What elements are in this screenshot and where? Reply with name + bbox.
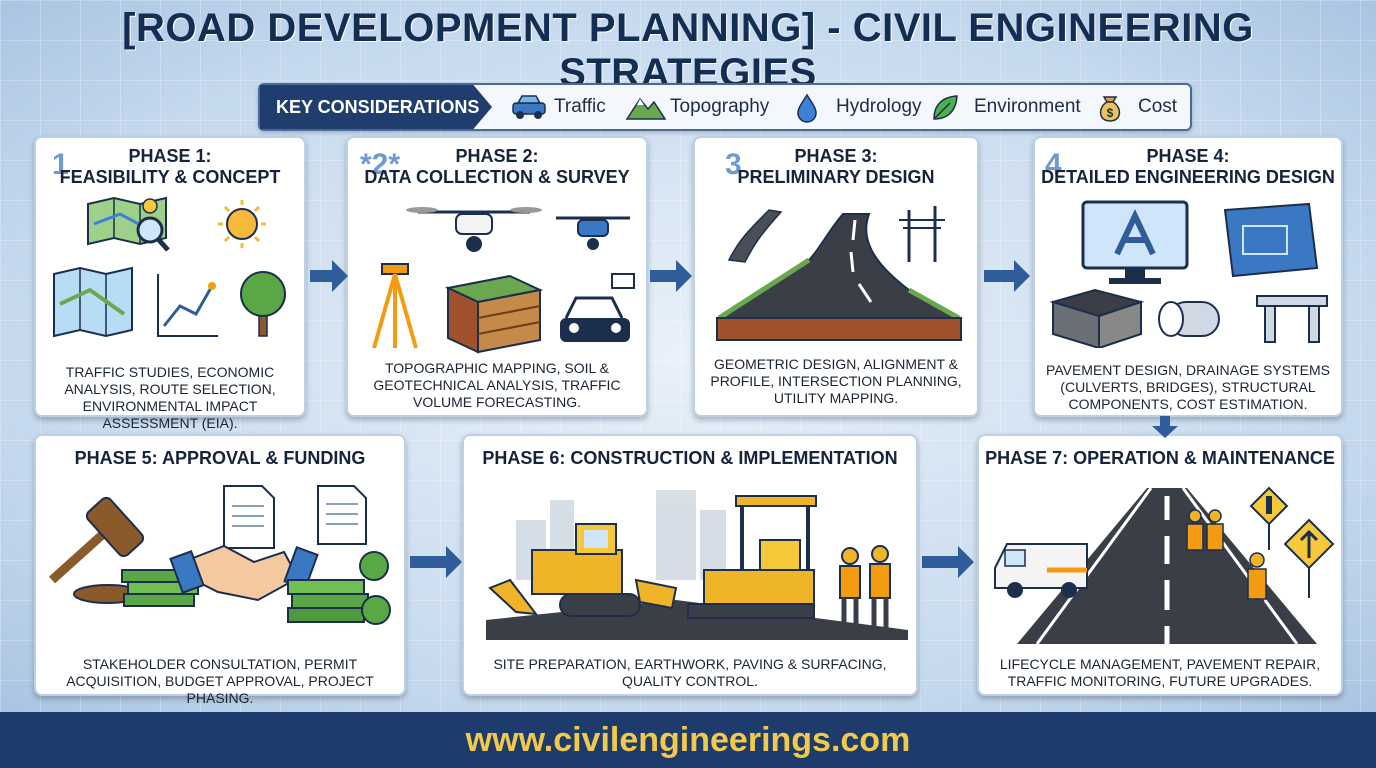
blueprint-icon — [1223, 202, 1319, 278]
consideration-label: Traffic — [554, 96, 606, 117]
mountain-icon — [626, 97, 666, 120]
svg-text:$: $ — [1107, 106, 1114, 120]
phase-1-card: 1 PHASE 1: FEASIBILITY & CONCEPT TRAFFIC… — [34, 136, 306, 431]
winding-road-icon — [727, 209, 783, 263]
key-considerations-label: KEY CONSIDERATIONS — [260, 85, 492, 129]
key-considerations-bar: KEY CONSIDERATIONS Traffic Topography Hy… — [258, 83, 1192, 131]
phase-title-line1: PHASE 1: — [128, 146, 212, 166]
flow-arrow-right-icon — [310, 260, 348, 292]
phase-description: LIFECYCLE MANAGEMENT, PAVEMENT REPAIR, T… — [999, 656, 1321, 689]
flow-arrow-right-icon — [984, 260, 1030, 292]
phase-number: 4 — [1045, 148, 1062, 181]
tree-icon — [240, 271, 286, 337]
van-icon — [994, 543, 1088, 598]
detailed-design-illustration — [1049, 200, 1328, 348]
phase-title-line1: PHASE 3: — [794, 146, 878, 166]
consideration-label: Cost — [1138, 96, 1178, 117]
car-sensor-icon — [560, 273, 635, 342]
phase-6-card: PHASE 6: CONSTRUCTION & IMPLEMENTATION S… — [462, 434, 918, 696]
culvert-pipe-icon — [1158, 301, 1220, 337]
phase-title: PHASE 5: APPROVAL & FUNDING — [74, 448, 366, 468]
utility-pole-icon — [899, 206, 945, 262]
worker-icon — [839, 547, 861, 630]
handshake-icon — [169, 544, 319, 602]
phase-description: PAVEMENT DESIGN, DRAINAGE SYSTEMS (CULVE… — [1046, 362, 1330, 412]
warning-sign-icon — [1249, 486, 1289, 550]
survey-illustration — [372, 207, 635, 354]
car-icon — [512, 95, 546, 119]
phase-7-card: PHASE 7: OPERATION & MAINTENANCE LIFECYC… — [977, 434, 1343, 696]
feasibility-illustration — [53, 196, 286, 338]
construction-illustration — [486, 490, 908, 640]
lightbulb-icon — [142, 198, 158, 214]
phase-title-line1: PHASE 4: — [1146, 146, 1230, 166]
tripod-icon — [372, 263, 418, 349]
magnifier-icon — [136, 216, 170, 252]
phase-title-line2: DETAILED ENGINEERING DESIGN — [1041, 167, 1335, 187]
phase-description: GEOMETRIC DESIGN, ALIGNMENT & PROFILE, I… — [710, 356, 962, 406]
page-title: [ROAD DEVELOPMENT PLANNING] - CIVIL ENGI… — [122, 6, 1254, 95]
money-stack-icon — [287, 551, 391, 625]
phase-5-card: PHASE 5: APPROVAL & FUNDING STAKEHOLDER … — [34, 434, 406, 706]
flow-arrow-down-icon — [1152, 416, 1178, 438]
phase-4-card: 4 PHASE 4: DETAILED ENGINEERING DESIGN P… — [1033, 136, 1343, 417]
phase-title-line2: FEASIBILITY & CONCEPT — [59, 167, 281, 187]
consideration-label: Hydrology — [836, 96, 922, 117]
phase-title: PHASE 6: CONSTRUCTION & IMPLEMENTATION — [482, 448, 898, 468]
flow-arrow-right-icon — [922, 546, 974, 578]
maintenance-illustration — [994, 486, 1335, 645]
document-icon — [223, 485, 275, 549]
pavement-layers-icon — [1049, 288, 1145, 348]
phase-description: TRAFFIC STUDIES, ECONOMIC ANALYSIS, ROUT… — [64, 364, 276, 431]
leaf-icon — [933, 95, 958, 120]
flow-arrow-right-icon — [650, 260, 692, 292]
worker-icon — [869, 545, 891, 630]
phase-title-line2: DATA COLLECTION & SURVEY — [364, 167, 630, 187]
line-chart-icon — [157, 274, 218, 337]
bulldozer-icon — [488, 523, 678, 617]
document-icon — [317, 485, 367, 545]
phase-number: 1 — [52, 148, 69, 181]
phase-description: STAKEHOLDER CONSULTATION, PERMIT ACQUISI… — [66, 656, 374, 706]
worker-icon — [1186, 509, 1204, 551]
paver-icon — [687, 495, 817, 619]
consideration-label: Topography — [670, 96, 770, 117]
money-bag-icon: $ — [1099, 96, 1121, 122]
arrow-sign-icon — [1283, 518, 1335, 598]
phase-number: 3 — [725, 148, 742, 181]
computer-icon — [1081, 200, 1189, 284]
phase-2-card: *2* PHASE 2: DATA COLLECTION & SURVEY TO… — [346, 136, 648, 417]
drone-icon — [556, 216, 630, 250]
phase-title: PHASE 7: OPERATION & MAINTENANCE — [985, 448, 1335, 468]
phase-3-card: 3 PHASE 3: PRELIMINARY DESIGN GEOMETRIC … — [693, 136, 979, 417]
bridge-icon — [1256, 295, 1328, 343]
phase-title-line2: PRELIMINARY DESIGN — [737, 167, 935, 187]
consideration-label: Environment — [974, 96, 1081, 117]
phase-number: *2* — [360, 148, 401, 181]
footer-url: www.civilengineerings.com — [0, 712, 1376, 768]
road-design-illustration — [715, 206, 963, 341]
sun-icon — [218, 200, 266, 248]
map-icon — [53, 266, 133, 338]
worker-icon — [1247, 552, 1267, 624]
phase-title-line1: PHASE 2: — [455, 146, 539, 166]
worker-icon — [1206, 509, 1224, 551]
approval-illustration — [48, 485, 391, 625]
flow-arrow-right-icon — [410, 546, 462, 578]
phase-description: SITE PREPARATION, EARTHWORK, PAVING & SU… — [493, 656, 887, 689]
phase-description: TOPOGRAPHIC MAPPING, SOIL & GEOTECHNICAL… — [373, 360, 621, 410]
water-drop-icon — [797, 93, 817, 123]
road-icon — [715, 213, 963, 341]
drone-icon — [406, 207, 542, 252]
soil-layers-icon — [444, 274, 544, 354]
highway-road — [1017, 487, 1317, 645]
